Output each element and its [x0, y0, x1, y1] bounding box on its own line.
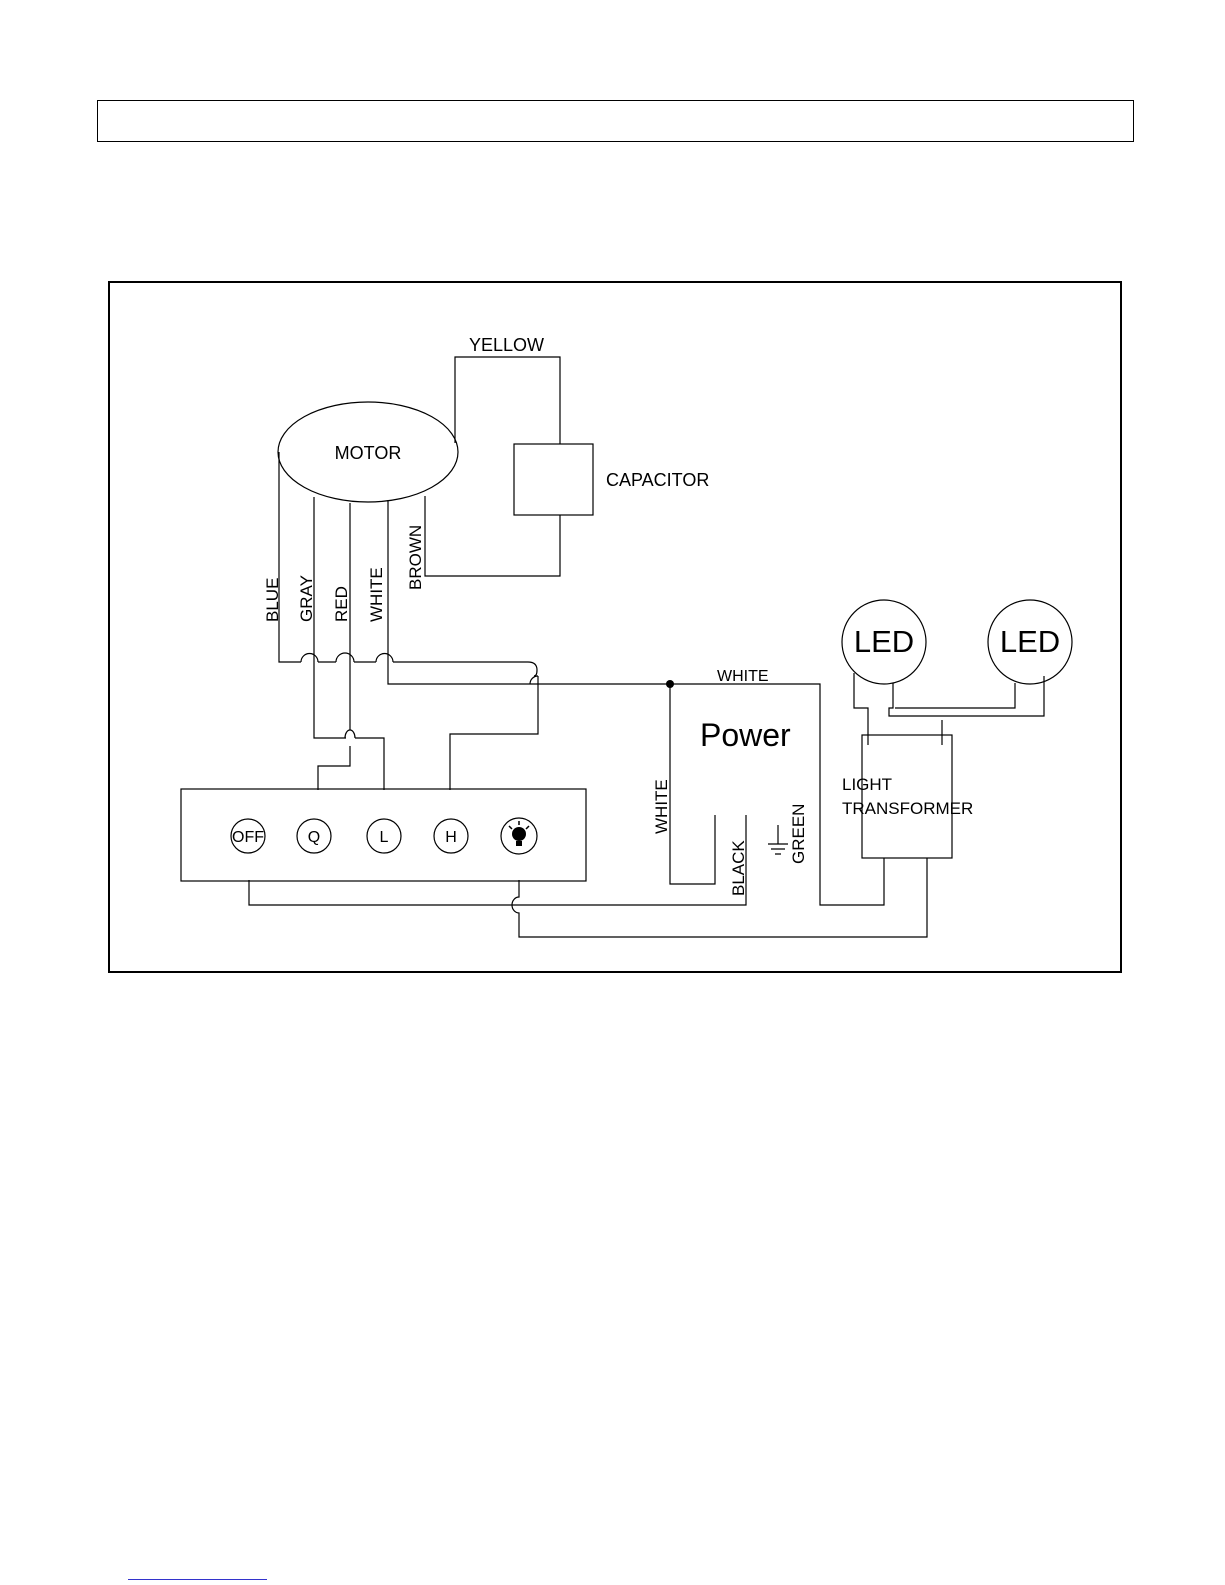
black-wire [249, 815, 746, 905]
yellow-label: YELLOW [469, 335, 544, 355]
motor-label: MOTOR [335, 443, 402, 463]
power-white-wire [670, 684, 715, 884]
h-label: H [445, 829, 457, 846]
led-left-label: LED [854, 624, 914, 659]
red-label: RED [332, 586, 351, 622]
junction-dot [666, 680, 674, 688]
q-label: Q [308, 829, 320, 846]
transformer-shape [862, 735, 952, 858]
brown-label: BROWN [406, 525, 425, 590]
blue-label: BLUE [263, 578, 282, 622]
led-right-label: LED [1000, 624, 1060, 659]
light-bulb-icon [509, 821, 529, 846]
white-power-label: WHITE [652, 779, 671, 834]
capacitor-label: CAPACITOR [606, 470, 709, 490]
off-label: OFF [232, 829, 264, 846]
power-label: Power [700, 717, 791, 753]
diagram-frame [109, 282, 1121, 972]
transformer-label-line1: LIGHT [842, 775, 892, 794]
l-label: L [380, 829, 389, 846]
brown-wire [425, 496, 560, 576]
transformer-label-line2: TRANSFORMER [842, 799, 973, 818]
white-motor-label: WHITE [367, 567, 386, 622]
light-wire [512, 858, 927, 937]
ground-icon [768, 825, 788, 854]
green-label: GREEN [789, 804, 808, 864]
white-top-label: WHITE [717, 668, 769, 685]
gray-label: GRAY [297, 575, 316, 622]
footer-link-underline [128, 1579, 267, 1580]
black-label: BLACK [729, 840, 748, 896]
capacitor-shape [514, 444, 593, 515]
yellow-wire [455, 357, 560, 444]
